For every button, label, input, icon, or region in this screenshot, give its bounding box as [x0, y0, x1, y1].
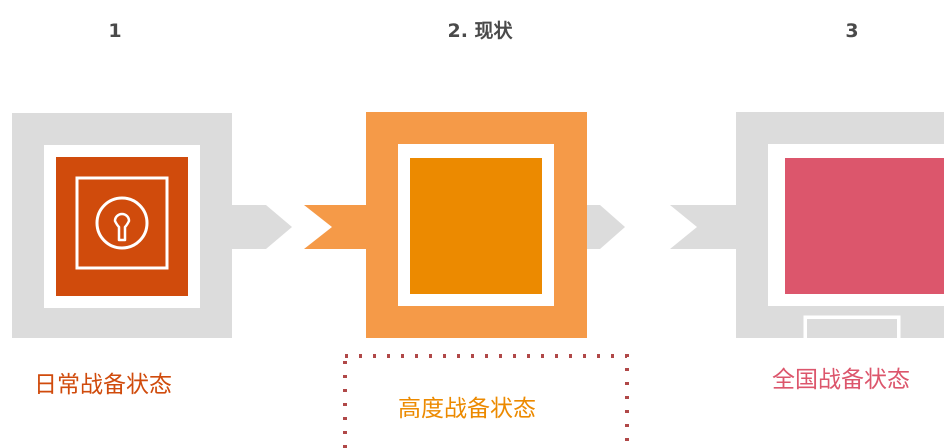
step-3-title: 3 — [845, 20, 859, 42]
step-1-label: 日常战备状态 — [34, 372, 172, 398]
current-state-highlight — [343, 354, 629, 448]
step-2-title: 2. 现状 — [447, 20, 513, 42]
step-2-label: 高度战备状态 — [398, 396, 536, 422]
step-3-card — [785, 158, 944, 294]
step-1-title: 1 — [108, 20, 122, 42]
step-3-base-inner — [807, 319, 897, 338]
keyhole-icon — [75, 176, 169, 270]
step-3-label: 全国战备状态 — [772, 367, 910, 393]
step-2-arrow-tail — [304, 205, 368, 249]
step-2-card — [410, 158, 542, 294]
connector-arrow-3 — [670, 205, 736, 249]
connector-arrow-2 — [587, 205, 625, 249]
connector-arrow-1 — [232, 205, 292, 249]
